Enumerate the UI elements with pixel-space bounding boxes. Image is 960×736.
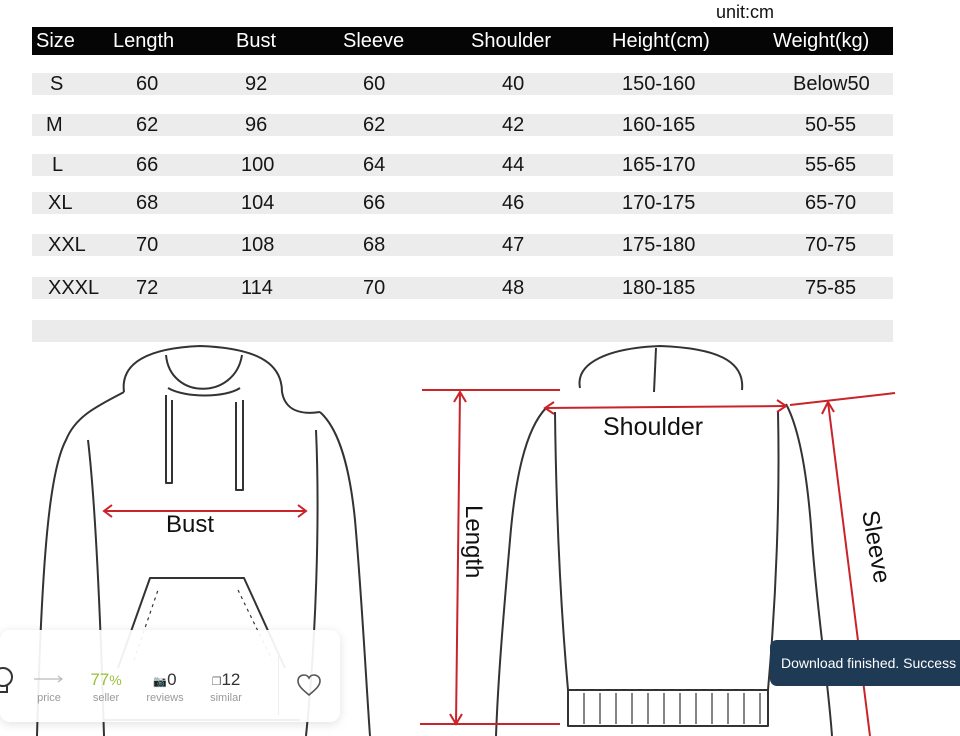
- header-size: Size: [36, 30, 75, 52]
- seller-label: seller: [92, 692, 120, 704]
- cell-weight: Below50: [793, 73, 870, 95]
- price-label: price: [37, 692, 61, 704]
- cell-height: 165-170: [622, 154, 696, 176]
- measurement-lines: [102, 389, 896, 736]
- cell-size: L: [52, 154, 64, 176]
- table-row: XL 68 104 66 46 170-175 65-70: [32, 192, 893, 214]
- cell-bust: 104: [241, 192, 275, 214]
- favorite-button[interactable]: [278, 655, 339, 715]
- cell-length: 60: [136, 73, 159, 95]
- cell-size: XXL: [48, 234, 86, 256]
- cell-length: 66: [136, 154, 159, 176]
- similar-value: ❐12: [211, 670, 241, 689]
- product-stats-bar: price 77% seller 📷0 reviews ❐12 similar: [0, 630, 340, 722]
- cell-sleeve: 64: [363, 154, 386, 176]
- lightbulb-icon[interactable]: [0, 666, 14, 701]
- cell-height: 170-175: [622, 192, 696, 214]
- length-label: Length: [460, 505, 487, 578]
- cell-sleeve: 66: [363, 192, 386, 214]
- cell-shoulder: 46: [502, 192, 525, 214]
- reviews-value: 📷0: [153, 670, 177, 689]
- cell-size: S: [50, 73, 64, 95]
- camera-icon: 📷: [153, 676, 168, 688]
- cell-bust: 100: [241, 154, 275, 176]
- table-row: XXXL 72 114 70 48 180-185 75-85: [32, 277, 893, 299]
- cell-weight: 55-65: [805, 154, 857, 176]
- unit-label: unit:cm: [716, 2, 775, 22]
- cell-height: 180-185: [622, 277, 696, 299]
- cell-shoulder: 47: [502, 234, 525, 256]
- cell-shoulder: 48: [502, 277, 525, 299]
- cell-weight: 65-70: [805, 192, 857, 214]
- cell-bust: 108: [241, 234, 275, 256]
- cell-length: 70: [136, 234, 159, 256]
- cell-weight: 70-75: [805, 234, 857, 256]
- size-chart-table: Size Length Bust Sleeve Shoulder Height(…: [32, 27, 893, 342]
- header-shoulder: Shoulder: [471, 30, 552, 52]
- header-bust: Bust: [236, 30, 277, 52]
- cell-shoulder: 44: [502, 154, 525, 176]
- table-row: M 62 96 62 42 160-165 50-55: [32, 114, 893, 136]
- cell-sleeve: 70: [363, 277, 386, 299]
- stat-reviews[interactable]: 📷0 reviews: [135, 670, 195, 704]
- reviews-label: reviews: [146, 692, 184, 704]
- cell-sleeve: 68: [363, 234, 386, 256]
- stat-similar[interactable]: ❐12 similar: [196, 670, 256, 704]
- header-sleeve: Sleeve: [343, 30, 405, 52]
- cell-size: XL: [48, 192, 73, 214]
- cell-length: 62: [136, 114, 159, 136]
- table-header: Size Length Bust Sleeve Shoulder Height(…: [32, 27, 893, 55]
- copy-icon: ❐: [211, 676, 222, 688]
- cell-sleeve: 62: [363, 114, 386, 136]
- download-toast[interactable]: Download finished. Success: [770, 640, 960, 686]
- cell-weight: 50-55: [805, 114, 857, 136]
- cell-shoulder: 42: [502, 114, 525, 136]
- header-height: Height(cm): [612, 30, 710, 52]
- table-row-empty: [32, 320, 893, 342]
- header-length: Length: [113, 30, 175, 52]
- cell-bust: 114: [241, 277, 273, 299]
- table-row: XXL 70 108 68 47 175-180 70-75: [32, 234, 893, 256]
- cell-bust: 96: [245, 114, 268, 136]
- cell-size: XXXL: [48, 277, 100, 299]
- cell-length: 72: [136, 277, 159, 299]
- cell-shoulder: 40: [502, 73, 525, 95]
- cell-size: M: [46, 114, 63, 136]
- cell-sleeve: 60: [363, 73, 386, 95]
- seller-value: 77%: [90, 670, 122, 689]
- stat-seller[interactable]: 77% seller: [76, 670, 136, 704]
- sleeve-label: Sleeve: [856, 508, 895, 585]
- stat-price[interactable]: price: [19, 670, 79, 704]
- table-row: L 66 100 64 44 165-170 55-65: [32, 154, 893, 176]
- header-weight: Weight(kg): [773, 30, 870, 52]
- cell-height: 160-165: [622, 114, 696, 136]
- cell-height: 150-160: [622, 73, 696, 95]
- shoulder-label: Shoulder: [603, 413, 703, 441]
- cell-bust: 92: [245, 73, 268, 95]
- similar-label: similar: [210, 692, 242, 704]
- price-line: [19, 670, 79, 690]
- bust-label: Bust: [166, 511, 214, 538]
- heart-icon: [297, 674, 321, 697]
- table-row: S 60 92 60 40 150-160 Below50: [32, 73, 893, 95]
- cell-height: 175-180: [622, 234, 696, 256]
- cell-length: 68: [136, 192, 159, 214]
- cell-weight: 75-85: [805, 277, 857, 299]
